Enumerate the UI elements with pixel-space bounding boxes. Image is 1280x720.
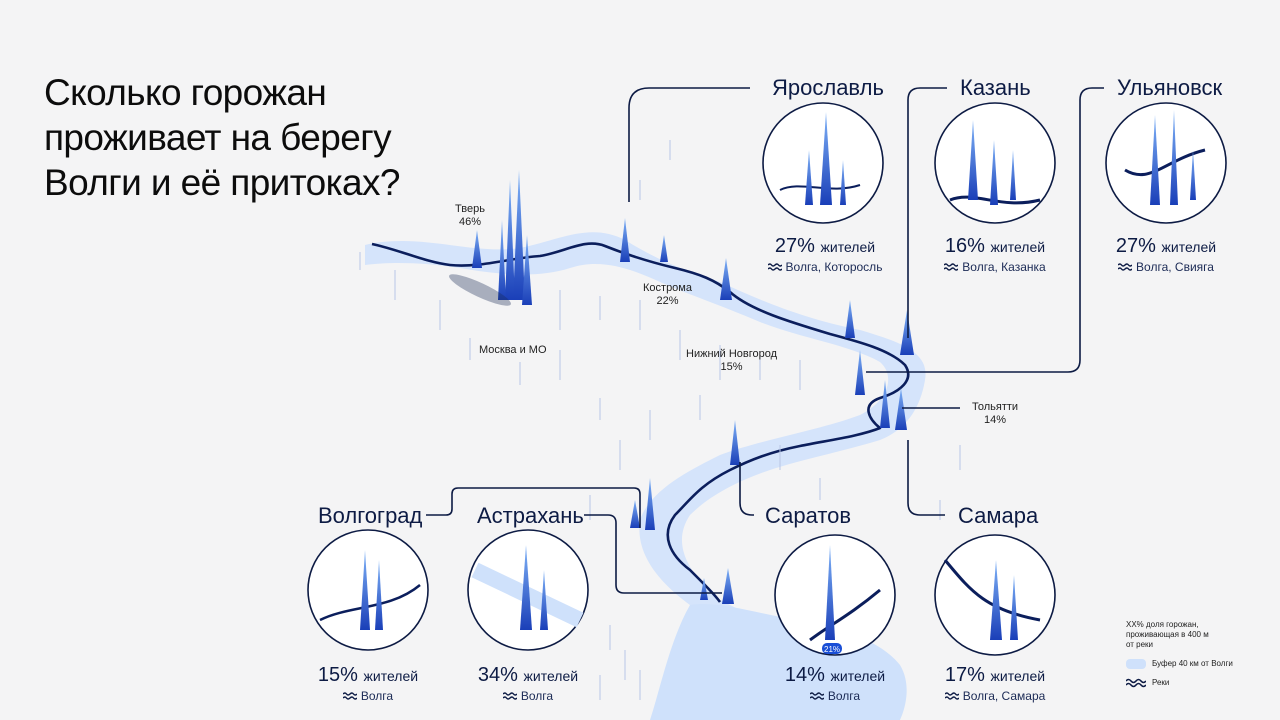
stat-yaroslavl: 27% жителей Волга, Которосль — [745, 235, 905, 274]
connector-kazan — [907, 87, 947, 338]
stat-ulyanovsk: 27% жителей Волга, Свияга — [1115, 235, 1217, 274]
connector-samara — [907, 440, 945, 516]
buffer-swatch — [1126, 659, 1146, 669]
circle-yaroslavl — [762, 102, 884, 224]
volga-river-line — [371, 242, 910, 603]
city-name-volgograd: Волгоград — [318, 503, 423, 528]
legend-rivers: Реки — [1126, 678, 1233, 688]
stat-pct: 27% — [1115, 235, 1156, 257]
saratov-badge-label: 21% — [824, 645, 841, 654]
city-name-astrakhan: Астрахань — [477, 503, 584, 528]
title-line-2: проживает на берегу — [44, 117, 392, 158]
circle-astrakhan — [467, 529, 589, 651]
moscow-shadow — [449, 274, 511, 306]
saratov-badge — [822, 643, 842, 654]
wave-icon — [502, 692, 517, 701]
circle-ulyanovsk — [1105, 102, 1227, 224]
stat-astrakhan: 34% жителей Волга — [477, 664, 579, 703]
wave-icon — [767, 263, 782, 272]
connector-ulyanovsk — [866, 87, 1104, 373]
stat-pct: 34% — [477, 664, 518, 686]
population-spikes-thin — [359, 140, 961, 700]
circle-volgograd — [307, 529, 429, 651]
wave-icon — [944, 263, 959, 272]
connector-yaroslavl — [628, 87, 750, 202]
label-moscow: Москва и МО — [479, 344, 547, 356]
wave-icon — [1118, 263, 1133, 272]
legend-note: XX% доля горожан, проживающая в 400 м от… — [1126, 620, 1209, 649]
label-tver: Тверь 46% — [455, 203, 485, 228]
stat-volgograd: 15% жителей Волга — [317, 664, 419, 703]
connector-volgograd — [426, 487, 641, 528]
city-name-samara: Самара — [958, 503, 1039, 528]
circle-kazan — [934, 102, 1056, 224]
city-name-kazan: Казань — [960, 75, 1031, 100]
stat-kazan: 16% жителей Волга, Казанка — [944, 235, 1046, 274]
city-name-yaroslavl: Ярославль — [772, 75, 884, 100]
city-name-saratov: Саратов — [765, 503, 852, 528]
stat-saratov: 14% жителей Волга — [784, 664, 886, 703]
stat-pct: 16% — [944, 235, 985, 257]
page-title: Сколько горожан проживает на берегу Волг… — [44, 70, 401, 205]
city-name-ulyanovsk: Ульяновск — [1117, 75, 1223, 100]
label-kostroma: Кострома 22% — [643, 282, 692, 307]
title-line-1: Сколько горожан — [44, 72, 327, 113]
legend-buffer: Буфер 40 км от Волги — [1126, 659, 1233, 669]
wave-icon — [342, 692, 357, 701]
volga-buffer — [365, 232, 926, 625]
circle-samara — [934, 534, 1056, 656]
stat-samara: 17% жителей Волга, Самара — [944, 664, 1046, 703]
wave-icon — [809, 692, 824, 701]
connector-astrakhan — [584, 514, 722, 594]
label-tolyatti: Тольятти 14% — [972, 401, 1019, 426]
connector-lines — [426, 87, 1104, 594]
title-line-3: Волги и её притоках? — [44, 162, 401, 203]
label-nizhny: Нижний Новгород 15% — [686, 348, 778, 373]
stat-pct: 17% — [944, 664, 985, 686]
wave-icon — [944, 692, 959, 701]
population-spikes-major — [472, 170, 914, 604]
wave-icon — [1126, 678, 1146, 688]
stat-pct: 27% — [774, 235, 815, 257]
legend: XX% доля горожан, проживающая в 400 м от… — [1126, 620, 1233, 688]
connector-saratov — [739, 462, 754, 516]
city-circles — [307, 102, 1227, 656]
stat-pct: 14% — [784, 664, 825, 686]
stat-pct: 15% — [317, 664, 358, 686]
circle-saratov — [774, 534, 896, 656]
